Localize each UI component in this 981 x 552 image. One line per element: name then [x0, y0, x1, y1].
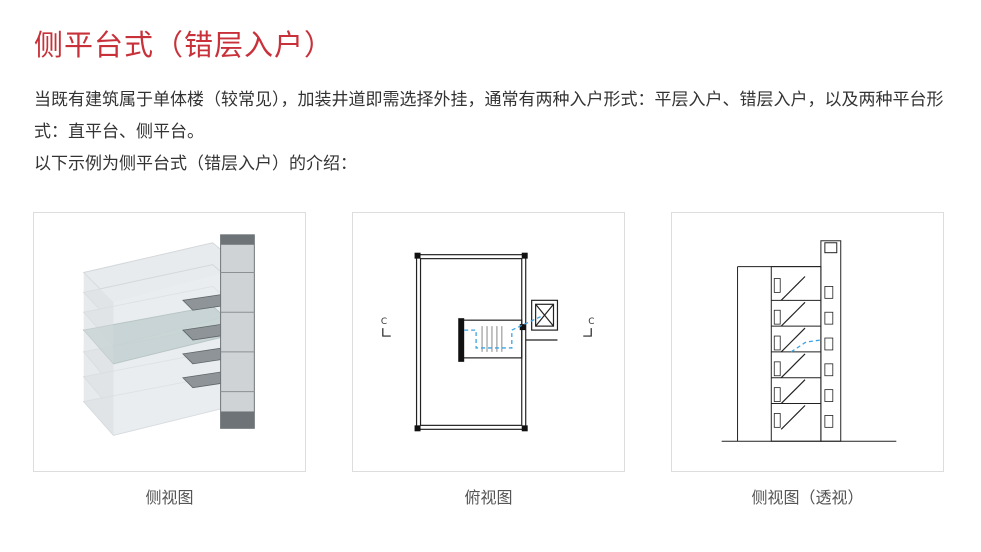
page-title: 侧平台式（错层入户）	[34, 28, 335, 62]
intro-text: 当既有建筑属于单体楼（较常见），加装井道即需选择外挂，通常有两种入户形式：平层入…	[34, 84, 949, 180]
section-label-right: C	[588, 317, 594, 327]
figure-3d-side-view	[33, 212, 306, 472]
3d-building-elevator-render-icon	[82, 234, 255, 436]
intro-paragraph-2: 以下示例为侧平台式（错层入户）的介绍：	[34, 154, 357, 174]
section-label-left: C	[381, 317, 387, 327]
figure-plan-view: C C	[352, 212, 625, 472]
figure-caption-section-perspective: 侧视图（透视）	[751, 488, 864, 507]
figure-caption-side-view: 侧视图	[145, 488, 194, 507]
figure-section-perspective	[671, 212, 944, 472]
figure-caption-plan-view: 俯视图	[464, 488, 513, 507]
intro-paragraph-1: 当既有建筑属于单体楼（较常见），加装井道即需选择外挂，通常有两种入户形式：平层入…	[34, 90, 944, 142]
section-perspective-drawing-icon	[721, 240, 897, 442]
floor-plan-drawing-icon: C C	[381, 252, 594, 432]
